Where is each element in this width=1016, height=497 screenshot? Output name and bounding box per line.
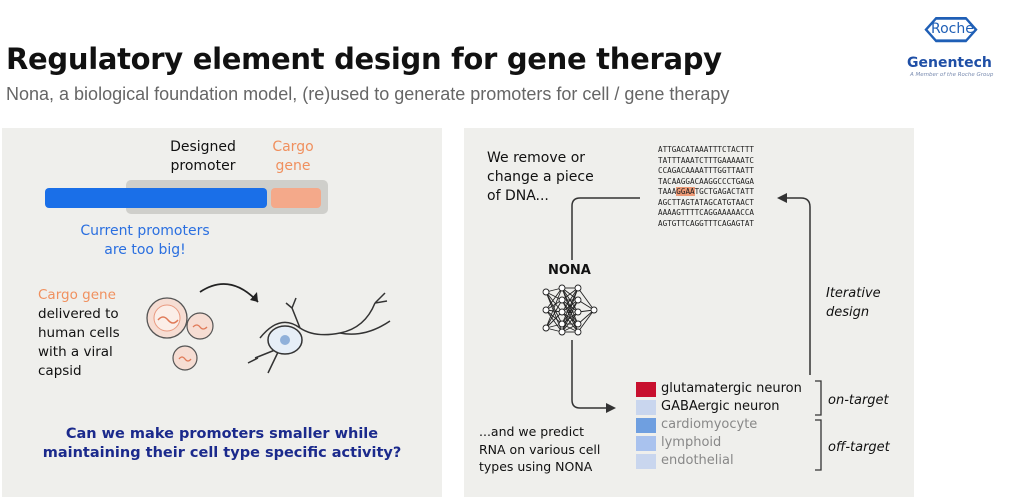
current-promoter-bar	[45, 188, 267, 208]
dna-line-highlighted: TAAAGGAATGCTGAGACTATT	[658, 187, 755, 196]
legend-label: endothelial	[661, 453, 734, 468]
dna-line: CCAGACAAAATTTGGTTAATT	[658, 166, 755, 175]
legend-swatch	[636, 418, 656, 433]
network-node	[574, 328, 582, 336]
cargo-gene-bar	[271, 188, 321, 208]
network-node	[558, 320, 566, 328]
roche-logo-icon	[924, 17, 978, 43]
on-target-label: on-target	[828, 393, 889, 408]
dna-line: AGCTTAGTATAGCATGTAACT	[658, 197, 755, 207]
network-node	[542, 288, 550, 296]
network-node	[574, 308, 582, 316]
legend-swatch	[636, 400, 656, 415]
flow-arrows	[571, 193, 811, 413]
dna-line: ATTGACATAAATTTCTACTTT	[658, 145, 755, 154]
genentech-logo-text: Genentech	[907, 55, 992, 71]
network-node	[574, 320, 582, 328]
page-title: Regulatory element design for gene thera…	[6, 42, 722, 76]
dna-line: AAAAGTTTTCAGGAAAAACCA	[658, 208, 755, 217]
page-subtitle: Nona, a biological foundation model, (re…	[6, 84, 730, 104]
network-node	[574, 296, 582, 304]
neuron-icon	[247, 292, 391, 374]
roche-logo-text: Roche	[931, 21, 974, 37]
nona-label: NONA	[548, 263, 591, 278]
legend-label: cardiomyocyte	[661, 417, 758, 432]
network-node	[558, 328, 566, 336]
delivery-arrow	[199, 283, 259, 303]
logo-tagline: A Member of the Roche Group	[910, 72, 994, 78]
dna-line: TATTTAAATCTTTGAAAAATC	[658, 155, 755, 165]
delivery-text: Cargo gene delivered to human cells with…	[38, 287, 120, 379]
neural-network-icon	[542, 284, 598, 336]
viral-capsid-icon	[146, 297, 214, 371]
target-brackets	[815, 380, 822, 471]
legend-label: lymphoid	[661, 435, 722, 450]
dna-line: TACAAGGACAAGGCCCTGAGA	[658, 176, 755, 186]
off-target-label: off-target	[828, 440, 890, 455]
capsid-neuron-illustration	[146, 283, 391, 374]
legend-swatch	[636, 382, 656, 397]
network-node	[542, 324, 550, 332]
dna-line: AGTGTTCAGGTTTCAGAGTAT	[658, 218, 755, 228]
dna-sequence: ATTGACATAAATTTCTACTTT TATTTAAATCTTTGAAAA…	[658, 145, 754, 229]
network-node	[558, 308, 566, 316]
legend-label: GABAergic neuron	[661, 399, 780, 414]
network-node	[542, 306, 550, 314]
network-node	[574, 284, 582, 292]
network-node	[590, 306, 598, 314]
legend-swatch	[636, 436, 656, 451]
legend-label: glutamatergic neuron	[661, 381, 802, 396]
network-node	[558, 296, 566, 304]
legend-swatch	[636, 454, 656, 469]
network-node	[558, 284, 566, 292]
